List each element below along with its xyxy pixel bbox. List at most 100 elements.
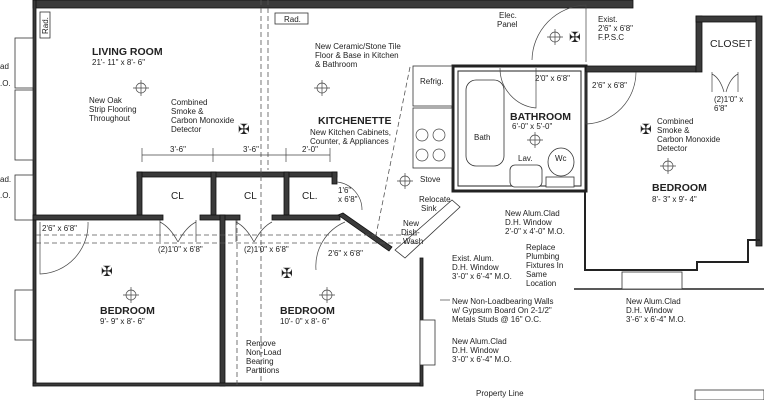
note: & Bathroom — [315, 60, 358, 69]
door-swings — [39, 4, 739, 275]
door-label: Exist. — [598, 15, 618, 24]
note: New Ceramic/Stone Tile — [315, 42, 401, 51]
note: D.H. Window — [452, 263, 499, 272]
note-window-bedroom: New Alum.Clad D.H. Window 3'-6" x 6'-4" … — [626, 297, 686, 324]
dimension-label: 3'-6" — [170, 145, 186, 154]
note: Combined — [657, 117, 693, 126]
note: .O. — [0, 191, 11, 200]
note: Carbon Monoxide — [171, 116, 235, 125]
door-label: (2)1'0" x 6'8" — [244, 245, 289, 254]
sink-label: Sink — [421, 204, 438, 213]
note-plumbing: Replace Plumbing Fixtures In Same Locati… — [526, 243, 563, 288]
note-ceramic: New Ceramic/Stone Tile Floor & Base in K… — [315, 42, 401, 69]
note: Replace — [526, 243, 556, 252]
note: New Oak — [89, 96, 123, 105]
left-edge-notes: ad .O. ad. .O. — [0, 62, 11, 200]
note-smoke-living: Combined Smoke & Carbon Monoxide Detecto… — [171, 98, 235, 134]
lavatory — [509, 164, 543, 188]
note: Remove — [246, 339, 276, 348]
room-name-living: LIVING ROOM — [92, 46, 163, 58]
door-label: 2'6" x 6'8" — [592, 81, 627, 90]
stove — [412, 107, 453, 169]
room-name-kitchenette: KITCHENETTE — [318, 115, 392, 127]
refrig-label: Refrig. — [420, 77, 444, 86]
note: 2'-0" x 4'-0" M.O. — [505, 227, 565, 236]
elec-panel-label: Elec. — [499, 11, 517, 20]
note-walls: New Non-Loadbearing Walls w/ Gypsum Boar… — [451, 297, 554, 324]
note: ad — [0, 62, 9, 71]
note-oak: New Oak Strip Flooring Throughout — [89, 96, 137, 123]
room-name-closet: CLOSET — [710, 38, 753, 50]
note: Counter, & Appliances — [310, 137, 389, 146]
note: Non-Load — [246, 348, 281, 357]
room-dims: 6'-0" x 5'-0" — [512, 122, 552, 131]
room-name-bedroom: BEDROOM — [280, 305, 335, 317]
note: Partitions — [246, 366, 279, 375]
note: Location — [526, 279, 556, 288]
note: Detector — [657, 144, 688, 153]
note: D.H. Window — [452, 346, 499, 355]
wc-label: Wc — [555, 154, 567, 163]
note: New Alum.Clad — [452, 337, 507, 346]
bath-label: Bath — [474, 133, 490, 142]
closet-label: CL — [171, 191, 184, 202]
note: Plumbing — [526, 252, 559, 261]
note: 3'-6" x 6'-4" M.O. — [626, 315, 686, 324]
door-label: 2'6" x 6'8" — [598, 24, 633, 33]
note: New Alum.Clad — [505, 209, 560, 218]
refrigerator — [412, 65, 453, 107]
note-smoke-bedroom: Combined Smoke & Carbon Monoxide Detecto… — [657, 117, 721, 153]
door-label: F.P.S.C — [598, 33, 624, 42]
light-fixture-icon — [123, 29, 676, 303]
radiator-label: Rad. — [41, 17, 50, 34]
dishwash-label: Dish- — [401, 228, 420, 237]
door-label: 2'6" x 6'8" — [328, 249, 363, 258]
door-label: 1'6" — [338, 186, 351, 195]
note: Carbon Monoxide — [657, 135, 721, 144]
door-label: 6'8" — [714, 104, 727, 113]
dimension-label: 2'-0" — [302, 145, 318, 154]
note: Bearing — [246, 357, 274, 366]
note: D.H. Window — [505, 218, 552, 227]
room-dims: 8'- 3" x 9'- 4" — [652, 195, 697, 204]
note: New Non-Loadbearing Walls — [452, 297, 554, 306]
door-label: x 6'8" — [338, 195, 358, 204]
bathtub — [465, 79, 505, 167]
lav-label: Lav. — [518, 154, 533, 163]
note: Smoke & — [657, 126, 690, 135]
note: w/ Gypsum Board On 2-1/2" — [451, 306, 552, 315]
svg-text:✠: ✠ — [281, 265, 293, 281]
dimension-label: 3'-6" — [243, 145, 259, 154]
room-name-bathroom: BATHROOM — [510, 111, 571, 123]
svg-text:✠: ✠ — [101, 263, 113, 279]
dishwash-label: Wash — [403, 237, 423, 246]
note: Fixtures In — [526, 261, 563, 270]
room-dims: 21'- 11" x 8'- 6" — [92, 58, 145, 67]
door-label: 2'6" x 6'8" — [42, 224, 77, 233]
note-window-new: New Alum.Clad D.H. Window 3'-0" x 6'-4" … — [452, 337, 512, 364]
note: D.H. Window — [626, 306, 673, 315]
note: Throughout — [89, 114, 131, 123]
sink-label: Relocate — [419, 195, 451, 204]
note: Combined — [171, 98, 207, 107]
note-partitions: Remove Non-Load Bearing Partitions — [246, 339, 281, 375]
room-dims: 10'- 0" x 8'- 6" — [280, 317, 329, 326]
note: Same — [526, 270, 547, 279]
smoke-detector-icon: ✠✠✠ ✠✠ — [101, 29, 652, 281]
svg-text:✠: ✠ — [569, 29, 581, 45]
svg-text:✠: ✠ — [640, 121, 652, 137]
stove-label: Stove — [420, 175, 441, 184]
note-window-exist: Exist. Alum. D.H. Window 3'-0" x 6'-4" M… — [452, 254, 512, 281]
radiator — [274, 12, 309, 25]
note: 3'-0" x 6'-4" M.O. — [452, 272, 512, 281]
radiator — [39, 11, 51, 39]
closet-label: CL. — [302, 191, 318, 202]
note: ad. — [0, 175, 11, 184]
elec-panel-label: Panel — [497, 20, 518, 29]
room-dims: 9'- 9" x 8'- 6" — [100, 317, 145, 326]
note: Floor & Base in Kitchen — [315, 51, 399, 60]
door-label: (2)1'0" x — [714, 95, 743, 104]
note: Detector — [171, 125, 202, 134]
room-name-bedroom: BEDROOM — [100, 305, 155, 317]
